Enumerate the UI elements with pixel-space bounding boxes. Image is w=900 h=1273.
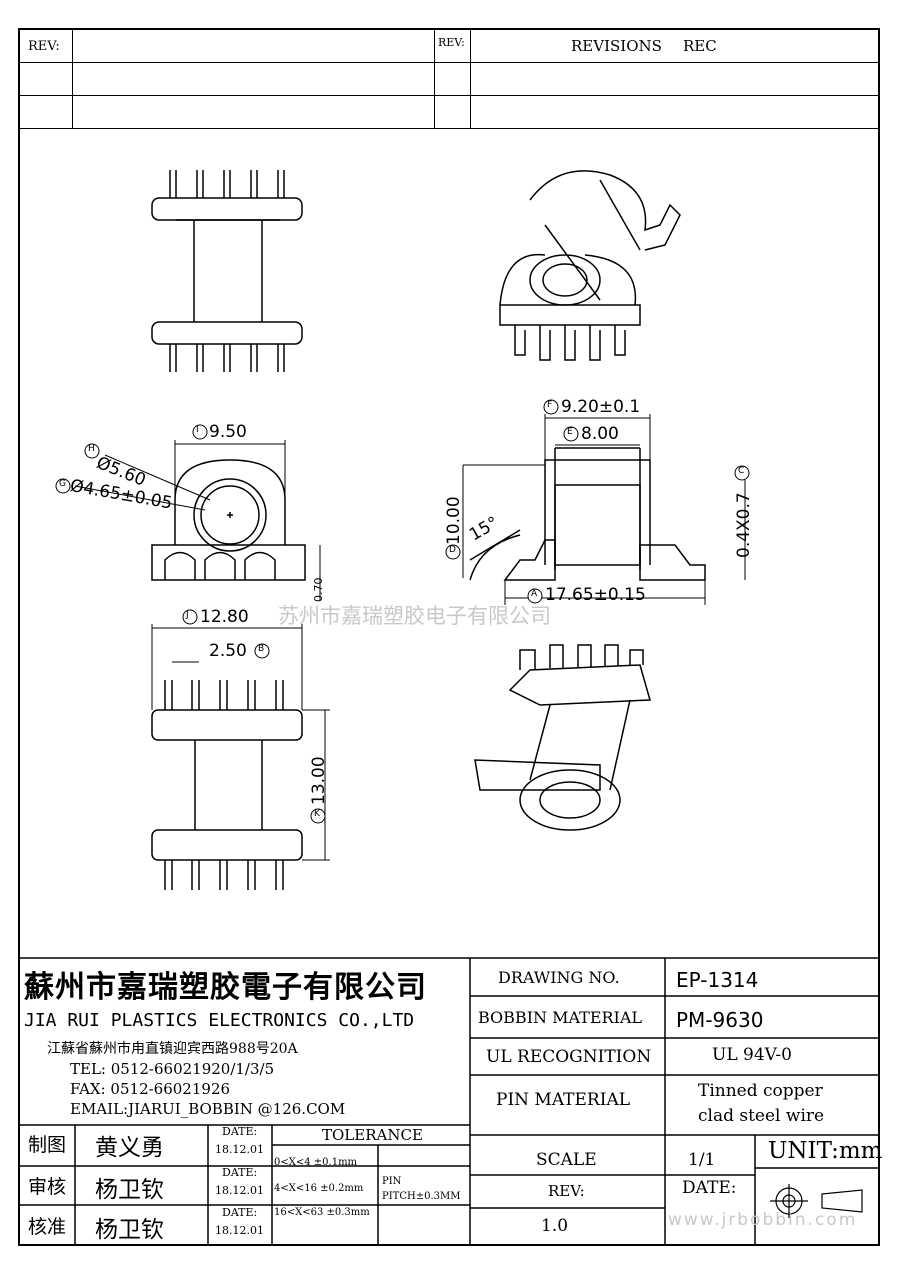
drawing-no-value: EP-1314 bbox=[676, 968, 759, 992]
scale-label: SCALE bbox=[536, 1150, 597, 1170]
signoff-date-approved: 18.12.01 bbox=[215, 1224, 264, 1237]
dimension-lines bbox=[74, 414, 746, 861]
dim-marker-d: D bbox=[449, 545, 456, 555]
unit-label: UNIT:mm bbox=[768, 1138, 883, 1164]
signoff-date-checked: 18.12.01 bbox=[215, 1184, 264, 1197]
dim-k-value: 13.00 bbox=[309, 756, 329, 805]
tolerance-row-3: 16<X<63 ±0.3mm bbox=[274, 1207, 370, 1218]
dim-b-value: 2.50 bbox=[209, 641, 247, 661]
dim-j-value: 12.80 bbox=[200, 607, 249, 627]
company-address: 江蘇省蘇州市甪直镇迎宾西路988号20A bbox=[47, 1041, 298, 1057]
rev-value: 1.0 bbox=[541, 1216, 569, 1236]
tolerance-row-2: 4<X<16 ±0.2mm bbox=[274, 1183, 364, 1194]
dim-marker-b: B bbox=[258, 644, 265, 654]
ul-label: UL RECOGNITION bbox=[486, 1047, 652, 1067]
signoff-role-drawn: 制图 bbox=[28, 1134, 67, 1156]
dim-marker-g: G bbox=[59, 479, 66, 489]
signoff-date-label-drawn: DATE: bbox=[222, 1125, 258, 1138]
bobbin-material-value: PM-9630 bbox=[676, 1008, 764, 1032]
title-block-grid bbox=[18, 957, 880, 1246]
dim-d-value: 10.00 bbox=[444, 496, 464, 545]
projection-symbol bbox=[770, 1184, 863, 1218]
watermark-bottom: www.jrbobbin.com bbox=[668, 1210, 858, 1230]
rev-label-right: REV: bbox=[438, 36, 465, 49]
signoff-date-label-checked: DATE: bbox=[222, 1166, 258, 1179]
scale-value: 1/1 bbox=[688, 1150, 716, 1170]
top-view bbox=[151, 170, 303, 372]
signoff-name-checked: 杨卫钦 bbox=[95, 1177, 164, 1203]
iso-view-bottom bbox=[474, 644, 651, 831]
dim-f-value: 9.20±0.1 bbox=[561, 397, 641, 417]
date-label: DATE: bbox=[682, 1178, 737, 1198]
dim-marker-j: J bbox=[186, 610, 189, 620]
dim-marker-h: H bbox=[88, 444, 95, 454]
dim-marker-a: A bbox=[531, 589, 538, 599]
tolerance-row-1: 0<X<4 ±0.1mm bbox=[274, 1157, 358, 1168]
bottom-view bbox=[151, 680, 303, 890]
signoff-role-checked: 审核 bbox=[28, 1176, 67, 1198]
tolerance-title: TOLERANCE bbox=[322, 1126, 423, 1144]
pin-material-label: PIN MATERIAL bbox=[496, 1090, 631, 1110]
signoff-role-approved: 核准 bbox=[28, 1216, 67, 1238]
company-fax: FAX: 0512-66021926 bbox=[70, 1080, 231, 1098]
rec-label: REC bbox=[683, 37, 717, 55]
dim-marker-i: I bbox=[196, 425, 199, 435]
drawing-no-label: DRAWING NO. bbox=[498, 968, 620, 987]
front-view bbox=[151, 459, 306, 581]
company-tel: TEL: 0512-66021920/1/3/5 bbox=[70, 1060, 275, 1078]
rev-label-left: REV: bbox=[28, 39, 60, 54]
signoff-name-drawn: 黄义勇 bbox=[95, 1135, 164, 1161]
iso-view-top bbox=[499, 170, 681, 361]
dim-a-value: 17.65±0.15 bbox=[545, 585, 646, 605]
tolerance-pin-pitch: PITCH±0.3MM bbox=[382, 1191, 461, 1202]
dim-e-value: 8.00 bbox=[581, 424, 619, 444]
company-email: EMAIL:JIARUI_BOBBIN @126.COM bbox=[70, 1100, 346, 1118]
tolerance-pin-label: PIN bbox=[382, 1176, 402, 1187]
dimension-markers bbox=[55, 399, 750, 824]
rev-label: REV: bbox=[548, 1182, 585, 1200]
company-name-cn: 蘇州市嘉瑞塑胶電子有限公司 bbox=[24, 970, 427, 1005]
signoff-date-label-approved: DATE: bbox=[222, 1206, 258, 1219]
dim-small-value: 0.70 bbox=[312, 577, 325, 603]
side-view bbox=[469, 447, 706, 581]
pin-material-line-2: clad steel wire bbox=[698, 1106, 825, 1126]
drawing-sheet bbox=[18, 28, 880, 1246]
ul-value: UL 94V-0 bbox=[712, 1045, 792, 1065]
company-name-en: JIA RUI PLASTICS ELECTRONICS CO.,LTD bbox=[24, 1010, 415, 1031]
dim-marker-k: K bbox=[314, 809, 320, 819]
dim-i-value: 9.50 bbox=[209, 422, 247, 442]
bobbin-material-label: BOBBIN MATERIAL bbox=[478, 1008, 643, 1027]
dim-marker-f: F bbox=[547, 400, 553, 410]
dim-marker-e: E bbox=[567, 427, 573, 437]
signoff-date-drawn: 18.12.01 bbox=[215, 1143, 264, 1156]
revisions-label: REVISIONS bbox=[571, 37, 662, 55]
dim-c-value: 0.4X0.7 bbox=[734, 492, 754, 558]
dim-marker-c: C bbox=[738, 466, 745, 476]
signoff-name-approved: 杨卫钦 bbox=[95, 1217, 164, 1243]
pin-material-line-1: Tinned copper bbox=[698, 1081, 823, 1101]
watermark-center: 苏州市嘉瑞塑胶电子有限公司 bbox=[278, 604, 551, 628]
